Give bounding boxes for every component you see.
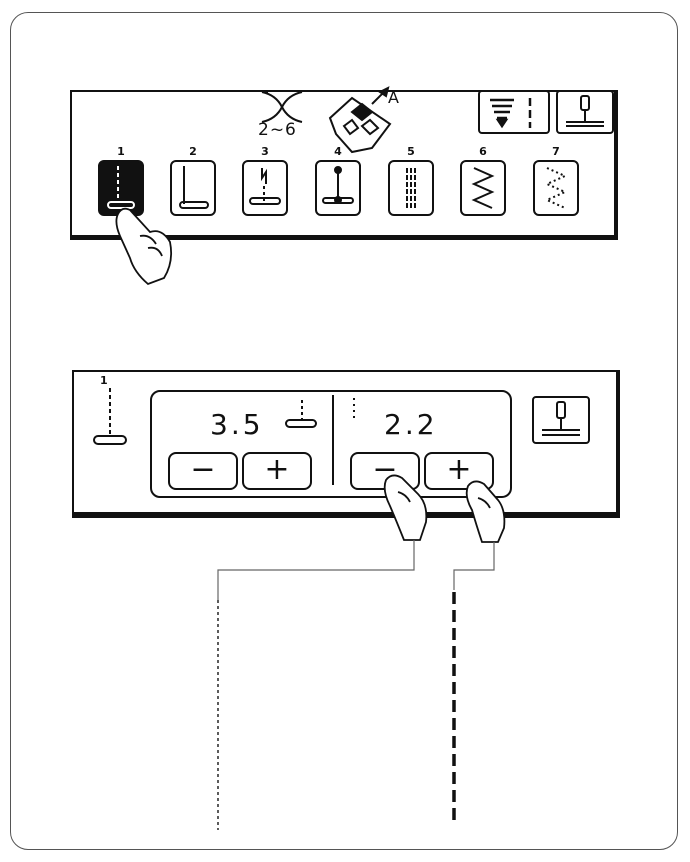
stitch-number: 2 <box>189 145 197 158</box>
stitch-button-2[interactable] <box>170 160 216 216</box>
stitch-number: 6 <box>479 145 487 158</box>
triple-straight-stitch-icon <box>406 168 416 208</box>
needle-up-down-icon <box>566 95 604 127</box>
stitch-number: 7 <box>552 145 560 158</box>
straight-stitch-left-icon <box>107 166 135 209</box>
stitch-button-1[interactable] <box>98 160 144 216</box>
straight-stitch-reverse-icon <box>249 168 281 205</box>
zigzag-stitch-icon <box>471 167 495 209</box>
stitch-length-minus-button[interactable]: − <box>168 452 238 490</box>
straight-stitch-center-icon <box>322 166 354 204</box>
straight-stitch-left-lock-icon <box>179 166 209 209</box>
foot-code-label: 2~6 <box>258 120 297 140</box>
needle-position-value: 2.2 <box>384 408 438 441</box>
stitch-number: 4 <box>334 145 342 158</box>
presser-foot-letter: A <box>388 88 399 107</box>
tension-icon <box>490 98 532 129</box>
stitch-button-6[interactable] <box>460 160 506 216</box>
needle-up-down-button[interactable] <box>556 90 614 134</box>
tension-button[interactable] <box>478 90 550 134</box>
stitch-button-4[interactable] <box>315 160 361 216</box>
stitch-button-3[interactable] <box>242 160 288 216</box>
stitch-length-value: 3.5 <box>210 408 264 441</box>
needle-position-minus-button[interactable]: − <box>350 452 420 490</box>
stitch-number: 1 <box>117 145 125 158</box>
stitch-number: 5 <box>407 145 415 158</box>
figure-frame <box>10 12 678 850</box>
stitch-button-7[interactable] <box>533 160 579 216</box>
stitch-length-plus-button[interactable]: + <box>242 452 312 490</box>
selected-stitch-number: 1 <box>100 374 108 387</box>
stitch-button-5[interactable] <box>388 160 434 216</box>
needle-up-down-icon <box>542 401 580 436</box>
needle-up-down-button-bottom[interactable] <box>532 396 590 444</box>
three-step-zigzag-stitch-icon <box>544 167 568 209</box>
stitch-number: 3 <box>261 145 269 158</box>
needle-position-plus-button[interactable]: + <box>424 452 494 490</box>
panel-divider <box>332 395 334 485</box>
